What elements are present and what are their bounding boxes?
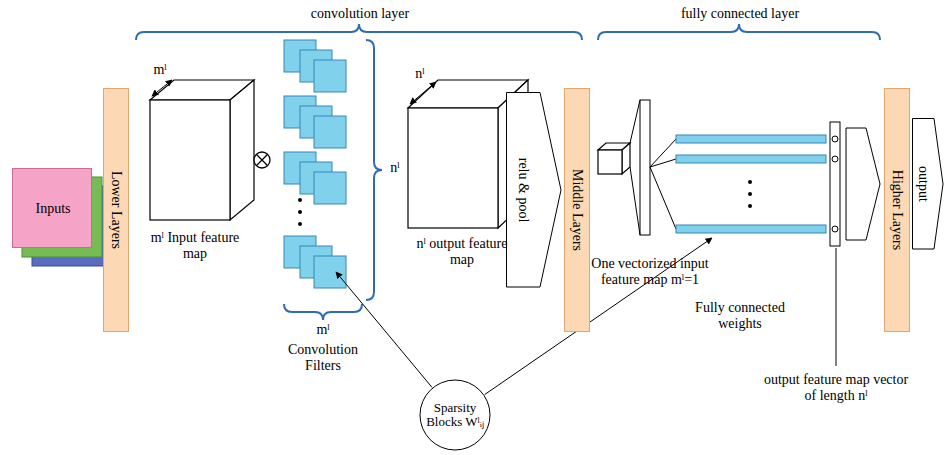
dimension-label: nˡ [390, 160, 399, 176]
layer-brace [136, 24, 582, 40]
relu-pool-arrow: relu & pool [506, 92, 562, 288]
output-vector [830, 122, 840, 246]
caption-label: nˡ output feature map [410, 236, 514, 268]
caption-label: One vectorized input feature map mˡ=1 [585, 256, 715, 288]
filter-brace [284, 304, 362, 320]
ellipsis-dot [298, 210, 302, 214]
feature-map-cube [598, 143, 630, 174]
output-unit [832, 226, 838, 232]
sparsity-circle: Sparsity Blocks Wˡᵢⱼ [419, 379, 491, 451]
output-unit [832, 136, 838, 142]
flow-arrow [846, 128, 880, 240]
filter-block [314, 172, 346, 204]
weight-bar [676, 155, 826, 163]
layer-name: Higher Layers [889, 170, 904, 250]
node-text: output [915, 166, 930, 202]
caption-label: output feature map vector of length nˡ [761, 372, 911, 404]
node-text: relu & pool [515, 158, 530, 223]
input-box: Inputs [12, 168, 92, 248]
fan-line [630, 167, 640, 235]
layer-brace [598, 24, 880, 40]
layer-title: fully connected layer [681, 6, 799, 22]
node-text: Inputs [36, 201, 71, 216]
layer-band: Middle Layers [564, 88, 590, 332]
dimension-label: nˡ [415, 66, 424, 82]
dimension-arrow [410, 82, 436, 104]
fan-line [650, 139, 676, 167]
filter-brace [366, 40, 382, 300]
ellipsis-dot [748, 192, 752, 196]
output-unit [832, 156, 838, 162]
layer-title: convolution layer [311, 6, 409, 22]
filter-block [314, 116, 346, 148]
vectorized-input [640, 100, 650, 235]
filter-block [314, 256, 346, 288]
ellipsis-dot [298, 222, 302, 226]
layer-name: Lower Layers [108, 171, 123, 249]
fan-line [650, 159, 676, 167]
dimension-label: mˡ [316, 322, 329, 338]
leader-line [336, 272, 432, 387]
convolution-operator [254, 152, 270, 168]
feature-map-cube [150, 80, 254, 220]
weight-bar [676, 225, 826, 233]
layer-band: Higher Layers [884, 88, 910, 332]
leader-line [836, 248, 837, 366]
output-arrow: output [912, 118, 944, 250]
fan-line [650, 167, 676, 229]
weight-bar [676, 135, 826, 143]
node-text: Sparsity Blocks Wˡᵢⱼ [425, 401, 485, 430]
caption-label: Fully connected weights [680, 300, 800, 332]
dimension-arrow [152, 80, 172, 96]
ellipsis-dot [748, 204, 752, 208]
ellipsis-dot [748, 180, 752, 184]
filter-block [314, 60, 346, 92]
ellipsis-dot [298, 198, 302, 202]
dimension-label: mˡ [153, 62, 166, 78]
caption-label: Convolution Filters [277, 342, 369, 374]
arrow-outline [506, 92, 562, 288]
caption-label: mˡ Input feature map [140, 230, 250, 262]
layer-band: Lower Layers [103, 88, 129, 332]
layer-name: Middle Layers [569, 169, 584, 251]
fan-line [630, 100, 640, 143]
